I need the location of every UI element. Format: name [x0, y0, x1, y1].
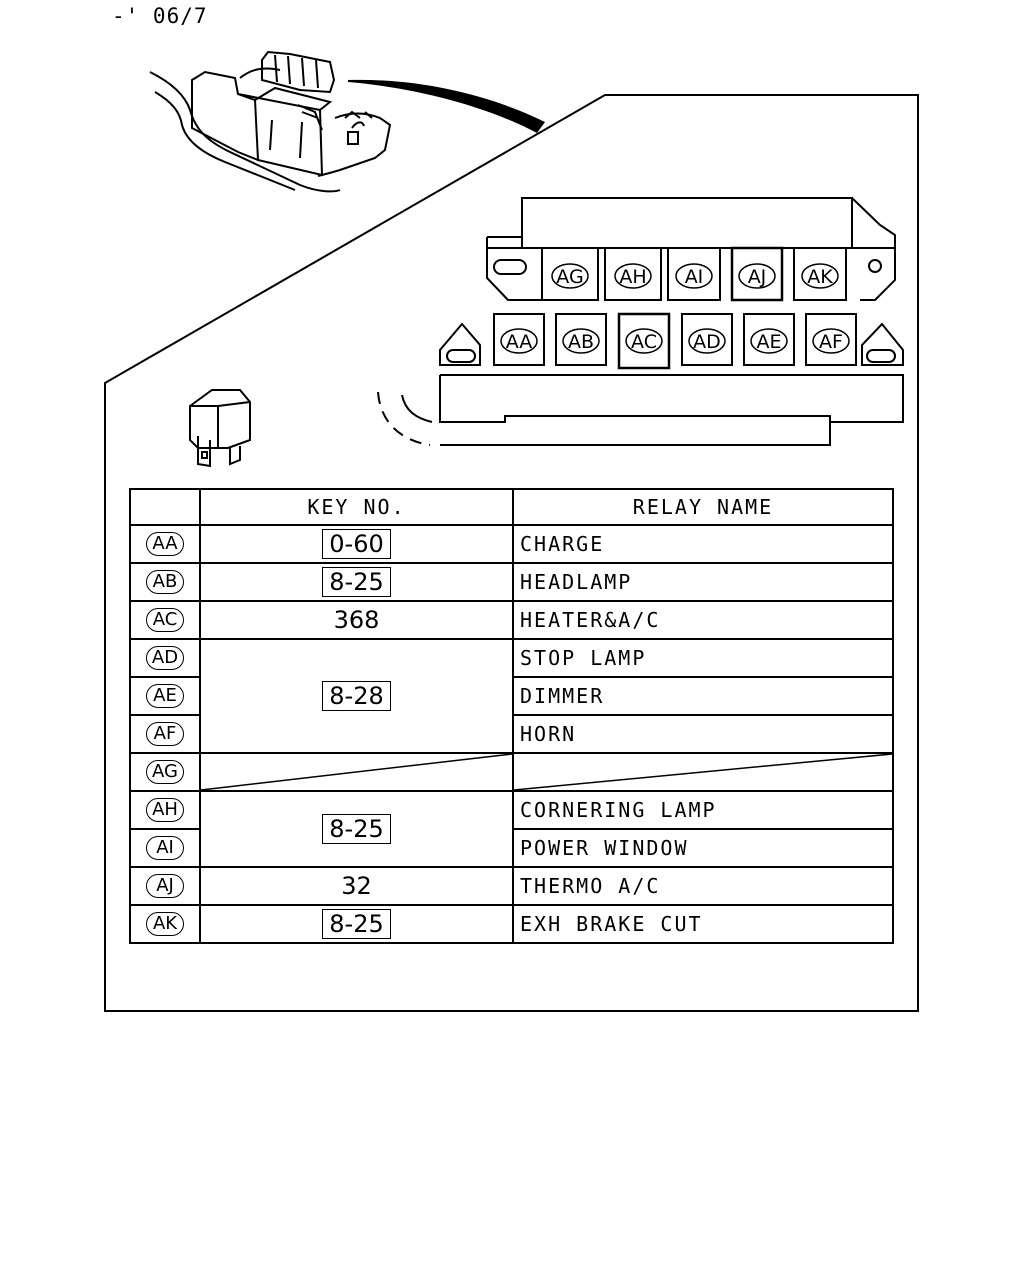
blank-key-cell — [199, 752, 514, 792]
slot-ae: AE — [750, 328, 788, 354]
relay-name: HEATER&A/C — [512, 600, 894, 640]
table-header-row: KEY NO. RELAY NAME — [129, 488, 894, 526]
table-row: AE DIMMER — [129, 676, 894, 716]
key-ref: 8-25 — [322, 814, 391, 844]
slot-aa: AA — [500, 328, 538, 354]
relay-name: EXH BRAKE CUT — [512, 904, 894, 944]
key-ref: 8-25 — [322, 567, 391, 597]
key-ref: 0-60 — [322, 529, 391, 559]
table-row: AG — [129, 752, 894, 792]
blank-name-cell — [512, 752, 894, 792]
key-ref: 368 — [333, 606, 380, 634]
row-code: AG — [146, 760, 184, 784]
top-slot-labels: AG AH AI AJ AK — [551, 263, 839, 289]
slot-aj: AJ — [738, 263, 776, 289]
slot-ag: AG — [551, 263, 589, 289]
key-ref: 8-25 — [322, 909, 391, 939]
table-row: AI POWER WINDOW — [129, 828, 894, 868]
table-row: AC 368 HEATER&A/C — [129, 600, 894, 640]
page-label: -' 06/7 — [112, 4, 208, 28]
slot-ai: AI — [675, 263, 713, 289]
slot-ad-label: AD — [693, 331, 721, 353]
slot-ah-label: AH — [619, 266, 646, 288]
header-relay-name: RELAY NAME — [512, 488, 894, 526]
slot-ak-label: AK — [807, 266, 833, 288]
table-row: AA 0-60 CHARGE — [129, 524, 894, 564]
row-code: AD — [146, 646, 184, 670]
slot-ag-label: AG — [556, 266, 583, 288]
slot-aj-label: AJ — [748, 266, 767, 288]
row-code: AE — [146, 684, 184, 708]
relay-icon — [189, 389, 251, 468]
leader-arrow — [348, 79, 545, 133]
slot-ae-label: AE — [756, 331, 781, 353]
header-code — [129, 488, 201, 526]
slot-ah: AH — [614, 263, 652, 289]
row-code: AJ — [146, 874, 184, 898]
slot-ac: AC — [625, 328, 663, 354]
slot-af-label: AF — [819, 331, 843, 353]
bottom-slot-labels: AA AB AC AD AE AF — [500, 328, 850, 354]
table-row: AK 8-25 EXH BRAKE CUT — [129, 904, 894, 944]
slot-ac-label: AC — [631, 331, 657, 353]
slot-af: AF — [812, 328, 850, 354]
relay-table: KEY NO. RELAY NAME AA 0-60 CHARGE AB 8-2… — [129, 488, 894, 944]
row-code: AC — [146, 608, 184, 632]
table-row: AB 8-25 HEADLAMP — [129, 562, 894, 602]
relay-name: THERMO A/C — [512, 866, 894, 906]
callout-frame — [104, 94, 919, 1012]
slot-aa-label: AA — [506, 331, 533, 353]
relay-block — [377, 197, 904, 446]
relay-name: HORN — [512, 714, 894, 754]
slot-ai-label: AI — [685, 266, 704, 288]
row-code: AA — [146, 532, 184, 556]
table-row: AH 8-25 CORNERING LAMP — [129, 790, 894, 868]
key-ref: 8-28 — [322, 681, 391, 711]
header-key-no: KEY NO. — [199, 488, 514, 526]
slot-ak: AK — [801, 263, 839, 289]
row-code: AH — [146, 798, 184, 822]
relay-name: DIMMER — [512, 676, 894, 716]
slot-ab-label: AB — [568, 331, 594, 353]
row-code: AF — [146, 722, 184, 746]
relay-name: POWER WINDOW — [512, 828, 894, 868]
key-ref: 32 — [341, 872, 372, 900]
slot-ab: AB — [562, 328, 600, 354]
row-code: AK — [146, 912, 184, 936]
relay-name: HEADLAMP — [512, 562, 894, 602]
relay-name: CORNERING LAMP — [512, 790, 894, 830]
vehicle-location-sketch — [149, 50, 392, 193]
table-row: AF HORN — [129, 714, 894, 754]
table-row: AD 8-28 STOP LAMP — [129, 638, 894, 754]
slot-ad: AD — [688, 328, 726, 354]
row-code: AB — [146, 570, 184, 594]
relay-name: STOP LAMP — [512, 638, 894, 678]
table-row: AJ 32 THERMO A/C — [129, 866, 894, 906]
relay-name: CHARGE — [512, 524, 894, 564]
row-code: AI — [146, 836, 184, 860]
